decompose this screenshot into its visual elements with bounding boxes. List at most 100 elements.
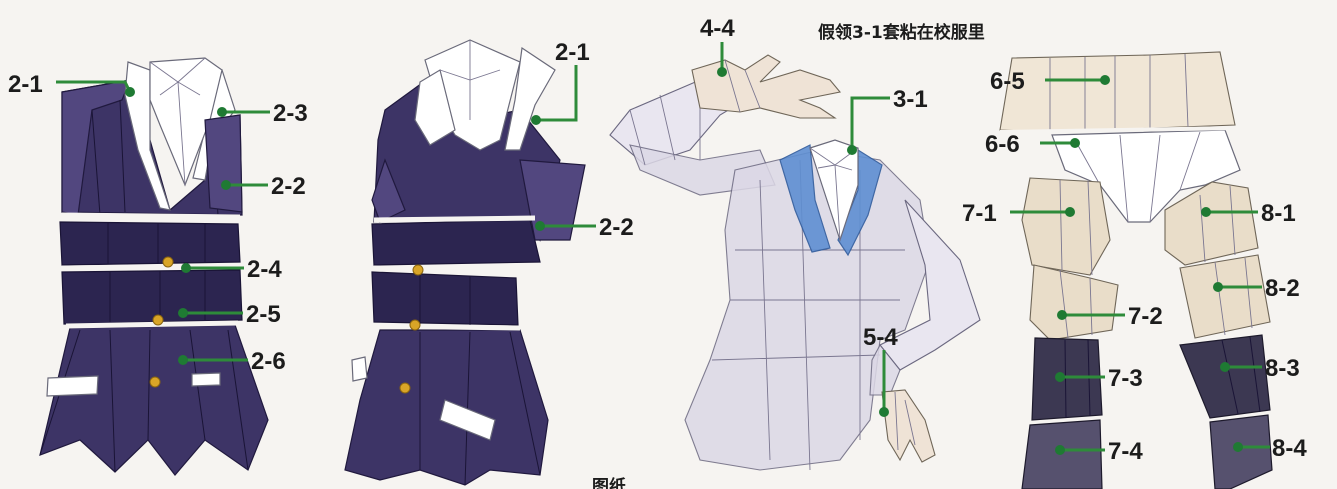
lapel-2-1-b	[504, 46, 556, 151]
dot-2-1a	[125, 87, 135, 97]
label-8-4: 8-4	[1272, 435, 1307, 462]
pocket-flap-right	[191, 372, 221, 387]
thigh-7-1-folds	[1059, 179, 1093, 276]
part-6-5-hips	[999, 51, 1236, 133]
part-2-6-skirt	[39, 324, 269, 476]
label-2-5: 2-5	[246, 301, 281, 328]
gap-b-1	[373, 215, 536, 223]
dot-7-4	[1055, 445, 1065, 455]
dot-8-3	[1220, 362, 1230, 372]
hand-4-4-folds	[724, 59, 761, 113]
part-2-4-band-b	[371, 219, 541, 266]
leader-lines	[56, 42, 1270, 455]
collar-note: 假领3-1套粘在校服里	[818, 22, 985, 43]
lapel-blue-left	[779, 144, 831, 253]
part-2-5-band-b	[371, 271, 519, 326]
dot-8-4	[1233, 442, 1243, 452]
part-2-2-sleeve-b	[519, 159, 586, 241]
torso-jacket	[684, 149, 931, 471]
label-2-1b: 2-1	[555, 39, 590, 66]
label-6-6: 6-6	[985, 131, 1020, 158]
dot-6-6	[1070, 138, 1080, 148]
band-2-4-folds	[107, 223, 206, 264]
label-8-2: 8-2	[1265, 275, 1300, 302]
shirt-folds	[149, 57, 206, 186]
dot-2-5	[178, 308, 188, 318]
label-4-4: 4-4	[700, 15, 735, 42]
band-b-folds	[419, 274, 471, 325]
dot-7-3	[1055, 372, 1065, 382]
label-2-2b: 2-2	[599, 214, 634, 241]
gap-b-3	[375, 323, 521, 331]
label-7-2: 7-2	[1128, 303, 1163, 330]
jacket-front-model	[39, 57, 269, 476]
part-8-4-shoe	[1209, 414, 1273, 489]
dot-8-1	[1201, 207, 1211, 217]
part-4-4-hand	[691, 54, 842, 119]
button-b-1	[412, 264, 424, 276]
dot-2-2a	[221, 180, 231, 190]
dot-2-3	[217, 107, 227, 117]
button-2	[152, 314, 164, 326]
label-2-6: 2-6	[251, 348, 286, 375]
collar-b-folds	[439, 40, 501, 120]
translucent-torso-model	[609, 54, 981, 471]
thigh-8-1-folds	[1199, 185, 1236, 263]
dot-7-1	[1065, 207, 1075, 217]
gap-b-2	[373, 265, 521, 277]
hips-gap	[999, 126, 1241, 134]
hips-folds	[1049, 53, 1189, 130]
label-2-4: 2-4	[247, 256, 282, 283]
label-2-1a: 2-1	[8, 71, 43, 98]
pocket-flap-b-left	[351, 356, 368, 382]
lapel-left-b	[414, 69, 456, 146]
pocket-flap-left	[46, 375, 99, 397]
button-1	[162, 256, 174, 268]
dot-2-1b	[531, 115, 541, 125]
label-7-1: 7-1	[962, 200, 997, 227]
part-7-3-sock	[1031, 337, 1103, 421]
dot-4-4	[717, 67, 727, 77]
dot-5-4	[879, 407, 889, 417]
gap-2	[61, 263, 243, 271]
button-b-2	[409, 319, 421, 331]
hand-5-4-folds	[894, 391, 916, 451]
left-sleeve-b	[371, 158, 406, 223]
label-2-3: 2-3	[273, 100, 308, 127]
part-8-1-thigh	[1164, 181, 1259, 266]
sock-8-3-folds	[1221, 336, 1261, 415]
briefs-folds	[1074, 131, 1201, 223]
button-3	[149, 376, 161, 388]
part-2-2-sleeve	[204, 114, 243, 213]
pocket-flap-b	[439, 399, 496, 441]
part-8-2-shin	[1179, 254, 1271, 339]
gap-3	[65, 320, 239, 329]
part-7-2-shin	[1029, 264, 1119, 341]
shin-7-2-folds	[1059, 269, 1093, 339]
dot-6-5	[1100, 75, 1110, 85]
dot-3-1	[847, 145, 857, 155]
button-b-3	[399, 382, 411, 394]
dot-2-2b	[535, 221, 545, 231]
dot-2-4	[181, 263, 191, 273]
part-2-5-band	[61, 269, 243, 325]
part-5-4-hand	[881, 389, 936, 463]
caption-partial: 图纸	[592, 476, 626, 489]
label-8-3: 8-3	[1265, 355, 1300, 382]
leader-2-1b	[536, 65, 578, 122]
part-3-1-fake-collar	[809, 139, 859, 242]
part-labels: 2-1 2-3 2-2 2-4 2-5 2-6 2-1 2-2 4-4 3-1 …	[8, 15, 1307, 489]
part-2-4-band	[59, 221, 241, 266]
dot-2-6	[178, 355, 188, 365]
label-8-1: 8-1	[1261, 200, 1296, 227]
dot-7-2	[1057, 310, 1067, 320]
part-7-1-thigh	[1021, 177, 1111, 276]
jacket-angled-model	[344, 39, 586, 486]
gap-1	[61, 212, 241, 220]
leader-3-1	[850, 96, 890, 150]
part-8-3-sock	[1179, 334, 1271, 419]
label-3-1: 3-1	[893, 86, 928, 113]
label-7-4: 7-4	[1108, 438, 1143, 465]
